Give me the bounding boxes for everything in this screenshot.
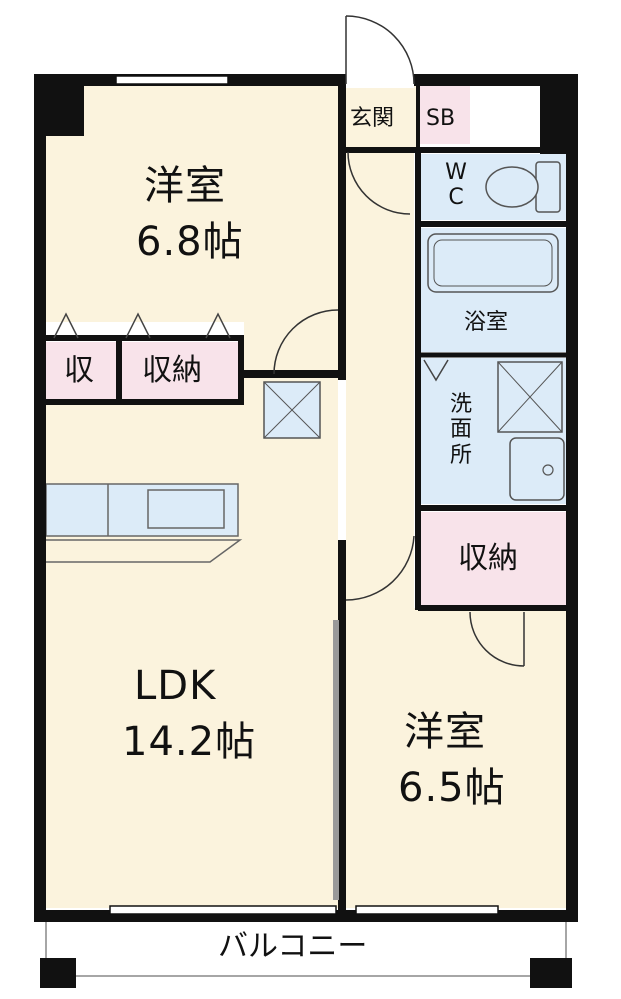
washroom-label-3: 所 — [449, 442, 472, 468]
storage-small-floor — [46, 342, 116, 400]
washroom-label: 洗 面 所 — [446, 392, 476, 468]
closet-marker-2 — [125, 312, 151, 339]
western-room-1-floor — [46, 86, 338, 322]
washer-x2 — [497, 361, 563, 433]
basin-drain — [542, 464, 554, 476]
entrance-label: 玄関 — [350, 106, 395, 131]
pillar-bottom-right — [530, 958, 572, 988]
door-swing-room2 — [345, 535, 415, 601]
door-swing-room1 — [273, 309, 339, 375]
entrance-gap — [346, 74, 414, 88]
counter-edge — [46, 539, 243, 563]
toilet-tank — [535, 161, 561, 213]
washroom-label-1: 洗 — [449, 392, 472, 417]
window-bottom-1 — [109, 905, 337, 915]
shoe-box-label: SB — [426, 106, 456, 131]
shoe-box-floor — [420, 86, 470, 144]
closet-marker-4 — [423, 359, 449, 382]
storage-1-floor — [122, 342, 238, 400]
bathroom-label: 浴室 — [464, 310, 509, 335]
western-room-2-name: 洋室 — [404, 709, 486, 755]
storage-small-label: 収 — [64, 353, 94, 388]
bathtub-inner — [433, 239, 553, 287]
pillar-bottom-left — [40, 958, 76, 988]
western-room-1-name: 洋室 — [144, 163, 226, 209]
closet-marker-3 — [205, 312, 231, 339]
western-room-2-size: 6.5帖 — [398, 765, 506, 811]
toilet-label-w: W — [445, 160, 467, 185]
toilet-label-c: C — [448, 185, 464, 211]
ldk-name: LDK — [134, 663, 217, 709]
storage-1-label: 収納 — [142, 353, 202, 388]
storage-2-label: 収納 — [458, 541, 518, 576]
bathtub — [427, 233, 559, 293]
pillar-top-left — [40, 80, 84, 136]
door-swing-storage2 — [469, 611, 525, 667]
window-bottom-2 — [355, 905, 499, 915]
washroom-label-2: 面 — [449, 417, 472, 443]
balcony-floor — [45, 915, 567, 977]
window-top-1 — [115, 75, 229, 85]
hallway-floor — [346, 150, 414, 610]
western-room-2-floor — [346, 608, 566, 908]
western-room-1-size: 6.8帖 — [136, 219, 244, 265]
pillar-top-right — [540, 80, 572, 154]
toilet-label: W C — [441, 160, 471, 211]
outer-wall — [34, 74, 578, 922]
duct-x2 — [263, 381, 321, 439]
wash-basin — [509, 437, 565, 501]
ldk-size: 14.2帖 — [122, 719, 257, 765]
entrance-door-swing — [345, 15, 415, 85]
entrance-floor — [346, 86, 416, 148]
door-swing-entrance-inner — [347, 151, 411, 215]
ldk-floor — [46, 374, 338, 908]
closet-marker-1 — [53, 312, 79, 339]
toilet-bowl — [485, 166, 539, 208]
balcony-label: バルコニー — [218, 929, 368, 964]
storage-2-floor — [420, 512, 566, 606]
sink — [147, 489, 225, 529]
